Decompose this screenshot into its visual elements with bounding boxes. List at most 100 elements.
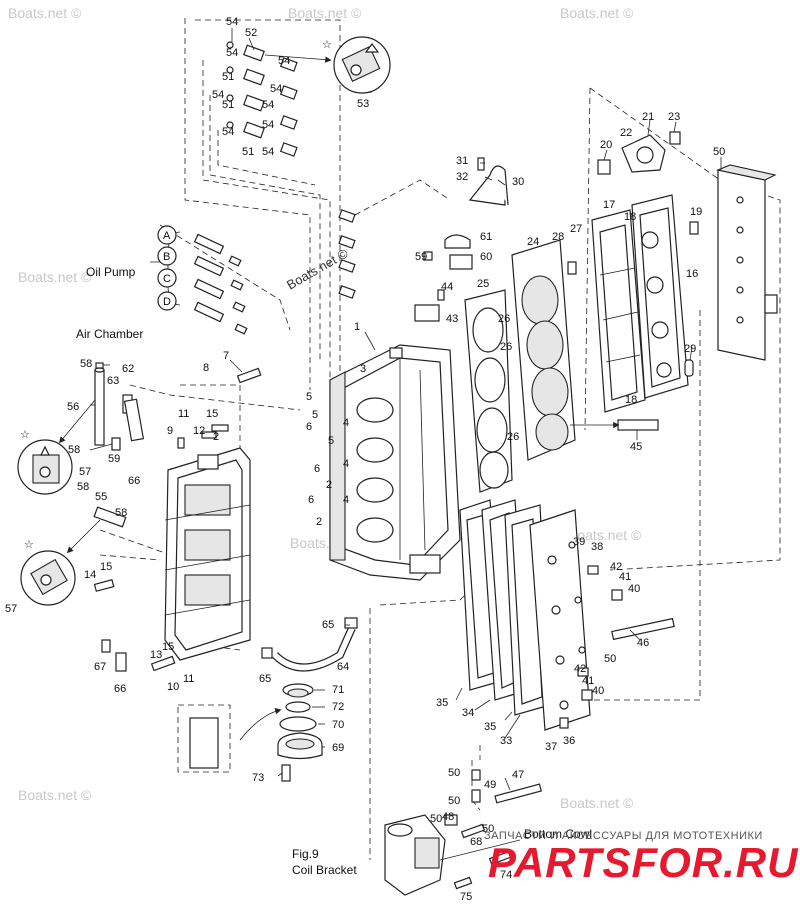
callout: 63: [107, 375, 119, 387]
callout: 44: [441, 281, 453, 293]
callout: 25: [477, 278, 489, 290]
callout: 33: [500, 735, 512, 747]
hose-clamp-59-61: [423, 234, 473, 270]
callout: 23: [668, 111, 680, 123]
callout: 11: [178, 408, 189, 420]
callout: 29: [684, 343, 696, 355]
callout: 38: [591, 541, 603, 553]
svg-text:☆: ☆: [24, 539, 34, 551]
svg-text:☆: ☆: [20, 429, 30, 441]
callout: 4: [343, 458, 349, 470]
callout: 39: [573, 536, 585, 548]
callout: 31: [456, 155, 468, 167]
coil-bracket-assembly: [384, 769, 542, 896]
callout: 17: [603, 199, 615, 211]
watermarks: Boats.net © Boats.net © Boats.net © Boat…: [8, 5, 642, 811]
callout: 18: [625, 394, 637, 406]
callout: 16: [686, 268, 698, 280]
callout: 30: [512, 176, 524, 188]
brand-tagline: ЗАПЧАСТИ И АКСЕССУАРЫ ДЛЯ МОТОТЕХНИКИ: [484, 830, 763, 842]
cylinder-block-1: [329, 344, 461, 581]
detail-view-53: ☆: [322, 36, 391, 94]
callout: 9: [167, 425, 173, 437]
callout: 35: [484, 721, 496, 733]
callout: 26: [507, 431, 519, 443]
callout: 43: [446, 313, 458, 325]
callout: 72: [332, 701, 344, 713]
filter-detail-box: [177, 704, 282, 773]
callout: 65: [322, 619, 334, 631]
watermark: Boats.net ©: [284, 245, 351, 292]
callout-d-circle: [157, 291, 177, 311]
callout: 54: [226, 16, 238, 28]
callout: 12: [193, 425, 205, 437]
callout: 54: [262, 99, 274, 111]
circle-d-letter: D: [163, 296, 171, 308]
thermostat-housing-20-23: [597, 131, 681, 175]
fuel-rail-50: [716, 164, 778, 361]
watermark: Boats.net ©: [8, 5, 82, 21]
callout: 2: [326, 479, 332, 491]
circle-a-letter: A: [163, 230, 171, 242]
callout: 71: [332, 684, 344, 696]
callout: 49: [484, 779, 496, 791]
callout: 20: [600, 139, 612, 151]
detail-view-57-upper: ☆: [17, 399, 96, 495]
callout-numbers: 54 52 54 54 53 51 54 54 51 54 54 54 51 5…: [5, 16, 725, 903]
callout: 41: [619, 571, 631, 583]
callout: 26: [500, 341, 512, 353]
gasket-17: [591, 209, 646, 413]
watermark: Boats.net ©: [560, 5, 634, 21]
brand-logo: PARTSFOR.RU: [488, 839, 799, 886]
callout: 51: [222, 71, 234, 83]
callout: 10: [167, 681, 179, 693]
callout: 53: [357, 98, 369, 110]
air-chamber-label: Air Chamber: [76, 327, 143, 341]
callout: 26: [498, 313, 510, 325]
callout: 3: [360, 363, 366, 375]
callout: 70: [332, 719, 344, 731]
callout: 36: [563, 735, 575, 747]
svg-text:☆: ☆: [322, 39, 332, 51]
cylinder-head-24: [511, 239, 576, 461]
callout: 5: [312, 409, 318, 421]
hose-64: [261, 617, 358, 672]
watermark: Boats.net ©: [18, 787, 92, 803]
callout: 50: [482, 823, 494, 835]
callout: 4: [343, 417, 349, 429]
callout: 51: [242, 146, 254, 158]
callout: 7: [223, 350, 229, 362]
callout: 47: [512, 769, 524, 781]
callout: 75: [460, 891, 472, 903]
anode-29: [684, 359, 694, 377]
callout: 41: [582, 675, 594, 687]
callout: 15: [162, 641, 174, 653]
callout: 42: [610, 561, 622, 573]
callout: 50: [713, 146, 725, 158]
callout: 5: [328, 435, 334, 447]
callout: 54: [270, 83, 282, 95]
bolts: [93, 221, 699, 729]
callout: 57: [5, 603, 17, 615]
gasket-25: [464, 289, 513, 493]
detail-view-57-lower: ☆: [20, 519, 101, 606]
coil-bracket-label: Coil Bracket: [292, 863, 357, 877]
callout: 40: [628, 583, 640, 595]
callout: 2: [213, 431, 219, 443]
callout-b-circle: [157, 246, 177, 266]
callout: 11: [183, 673, 194, 685]
callout: 42: [574, 663, 586, 675]
callout: 50: [430, 813, 442, 825]
callout-c-circle: [157, 268, 177, 288]
callout: 22: [620, 127, 632, 139]
callout: 45: [630, 441, 642, 453]
callout: 58: [115, 507, 127, 519]
watermark: Boats.net ©: [560, 795, 634, 811]
callout: 58: [68, 444, 80, 456]
callout: 54: [212, 89, 224, 101]
callout: 54: [262, 146, 274, 158]
callout: 18: [624, 211, 636, 223]
callout: 55: [95, 491, 107, 503]
